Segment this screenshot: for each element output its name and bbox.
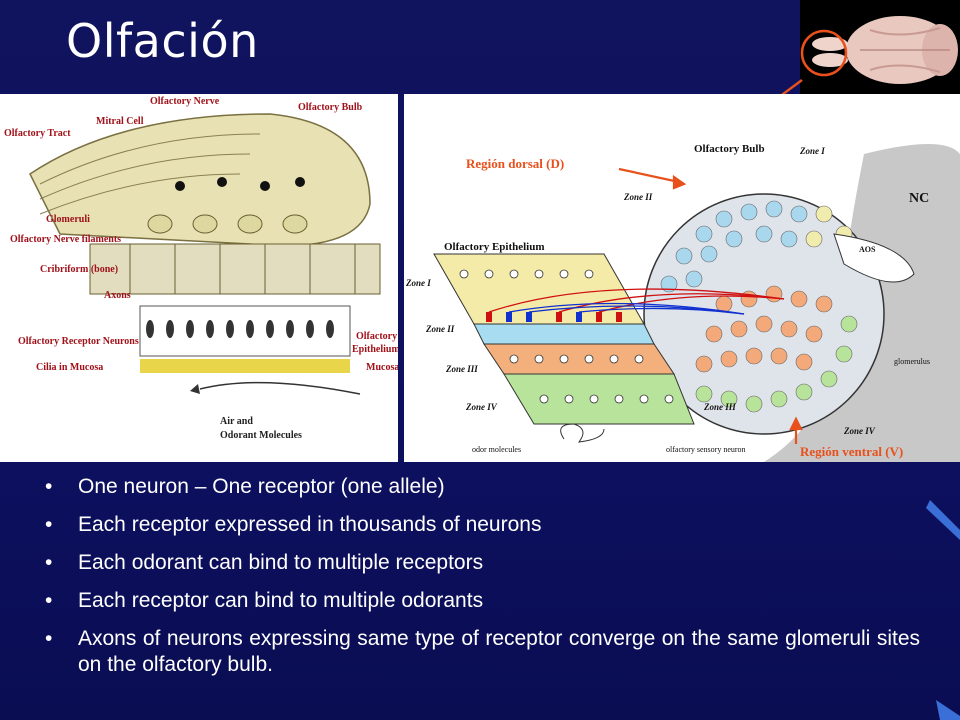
label-zone-1: Zone I <box>405 278 431 288</box>
label-bulb-zone-4: Zone IV <box>843 426 876 436</box>
label-bulb-title: Olfactory Bulb <box>694 143 765 155</box>
bullet-dot: • <box>45 551 53 574</box>
label-sensory-neuron: olfactory sensory neuron <box>666 445 746 454</box>
label-epithelium-1: Olfactory <box>356 331 397 342</box>
receptor-neurons <box>146 320 334 338</box>
bullet-dot: • <box>45 475 53 498</box>
label-nerve-filaments: Olfactory Nerve filaments <box>10 234 121 245</box>
bullet-text: Axons of neurons expressing same type of… <box>78 627 920 676</box>
bullet-text: One neuron – One receptor (one allele) <box>78 475 445 498</box>
label-cilia: Cilia in Mucosa <box>36 362 103 373</box>
label-zone-2: Zone II <box>425 324 455 334</box>
zonal-projection-figure: Región dorsal (D) Región ventral (V) Olf… <box>404 94 960 462</box>
aos-region <box>833 233 915 283</box>
label-olfactory-bulb: Olfactory Bulb <box>298 102 363 113</box>
label-glomerulus: glomerulus <box>894 357 930 366</box>
olfactory-anatomy-figure: Olfactory Nerve Olfactory Bulb Olfactory… <box>0 94 400 462</box>
mucosa-layer <box>140 359 350 373</box>
olfactory-anatomy-diagram: Olfactory Nerve Olfactory Bulb Olfactory… <box>4 96 400 441</box>
label-aos: AOS <box>859 245 876 254</box>
brain-illustration <box>800 16 958 84</box>
label-bulb-zone-2: Zone II <box>623 192 653 202</box>
label-bulb-zone-1: Zone I <box>799 146 825 156</box>
label-zone-3: Zone III <box>445 364 478 374</box>
slide-title: Olfación <box>66 14 259 68</box>
bullet-text: Each receptor expressed in thousands of … <box>78 513 542 536</box>
bullet-item: • Axons of neurons expressing same type o… <box>40 626 920 678</box>
label-cribriform: Cribriform (bone) <box>40 264 118 275</box>
label-bulb-zone-3: Zone III <box>703 402 736 412</box>
label-region-ventral: Región ventral (V) <box>800 444 903 459</box>
label-glomeruli: Glomeruli <box>46 214 90 225</box>
bullet-dot: • <box>45 589 53 612</box>
bullet-dot: • <box>45 513 53 536</box>
decorative-stripes <box>926 500 960 720</box>
label-nc: NC <box>909 191 929 206</box>
highlighted-neurons <box>486 312 622 322</box>
axon-projections <box>488 288 785 315</box>
label-epithelium-title: Olfactory Epithelium <box>444 241 545 253</box>
bullet-list: •One neuron – One receptor (one allele) … <box>40 474 920 690</box>
bullet-item: • Each receptor expressed in thousands of… <box>40 512 920 538</box>
mitral-cells <box>175 177 305 191</box>
bullet-item: • One neuron – One receptor (one allele) <box>40 474 920 500</box>
zonal-projection-diagram: Región dorsal (D) Región ventral (V) Olf… <box>405 143 960 462</box>
bullet-item: • Each receptor can bind to multiple odor… <box>40 588 920 614</box>
highlight-circle <box>800 29 848 77</box>
label-axons: Axons <box>104 290 131 301</box>
label-epithelium-2: Epithelium <box>352 344 398 355</box>
label-air-1: Air and <box>220 416 253 427</box>
air-flow-arrow <box>199 381 361 395</box>
label-mucosa: Mucosa <box>366 362 398 373</box>
label-air-2: Odorant Molecules <box>220 430 302 441</box>
glomeruli-row <box>147 214 308 234</box>
odor-swirl <box>560 423 605 443</box>
label-olfactory-tract: Olfactory Tract <box>4 128 71 139</box>
label-receptor-neurons: Olfactory Receptor Neurons <box>18 336 139 347</box>
bullet-text: Each receptor can bind to multiple odora… <box>78 589 484 612</box>
label-region-dorsal: Región dorsal (D) <box>466 156 564 171</box>
label-zone-4: Zone IV <box>465 402 498 412</box>
label-mitral-cell: Mitral Cell <box>96 116 144 127</box>
bulb-glomeruli <box>660 200 858 413</box>
bullet-item: • Each odorant can bind to multiple recep… <box>40 550 920 576</box>
sensory-neurons <box>459 269 674 404</box>
brain-photo <box>800 0 960 94</box>
bullet-text: Each odorant can bind to multiple recept… <box>78 551 484 574</box>
bullet-dot: • <box>45 627 53 650</box>
label-olfactory-nerve: Olfactory Nerve <box>150 96 220 107</box>
region-arrows <box>618 167 803 444</box>
label-odor-molecules: odor molecules <box>472 445 521 454</box>
